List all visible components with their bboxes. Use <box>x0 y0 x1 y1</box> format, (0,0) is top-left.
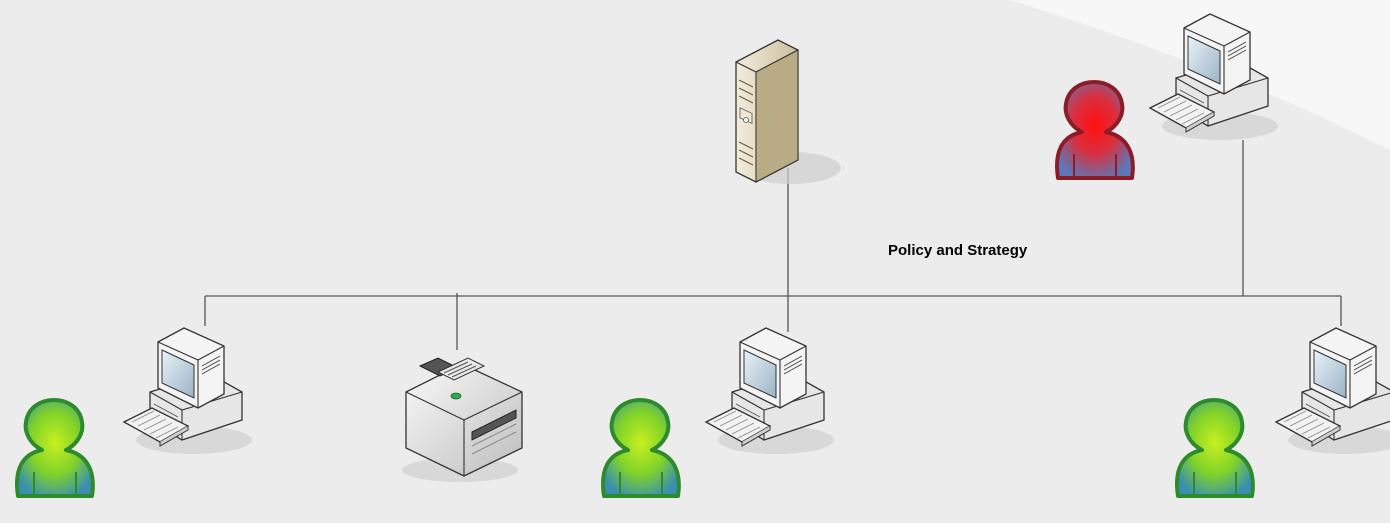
background-swoosh <box>1010 0 1390 150</box>
workstation-3 <box>1275 327 1390 455</box>
policy-strategy-label: Policy and Strategy <box>888 242 1028 259</box>
network-lines <box>204 140 1342 350</box>
computer-icon <box>123 327 253 455</box>
admin-user-icon <box>1055 80 1135 180</box>
server-icon <box>735 39 841 184</box>
workstation-1 <box>123 327 253 455</box>
user-icon-1 <box>15 398 95 498</box>
computer-icon <box>1275 327 1390 455</box>
user-icon-2 <box>601 398 681 498</box>
computer-icon <box>705 327 835 455</box>
printer-icon <box>402 357 523 482</box>
user-icon-3 <box>1175 398 1255 498</box>
workstation-2 <box>705 327 835 455</box>
